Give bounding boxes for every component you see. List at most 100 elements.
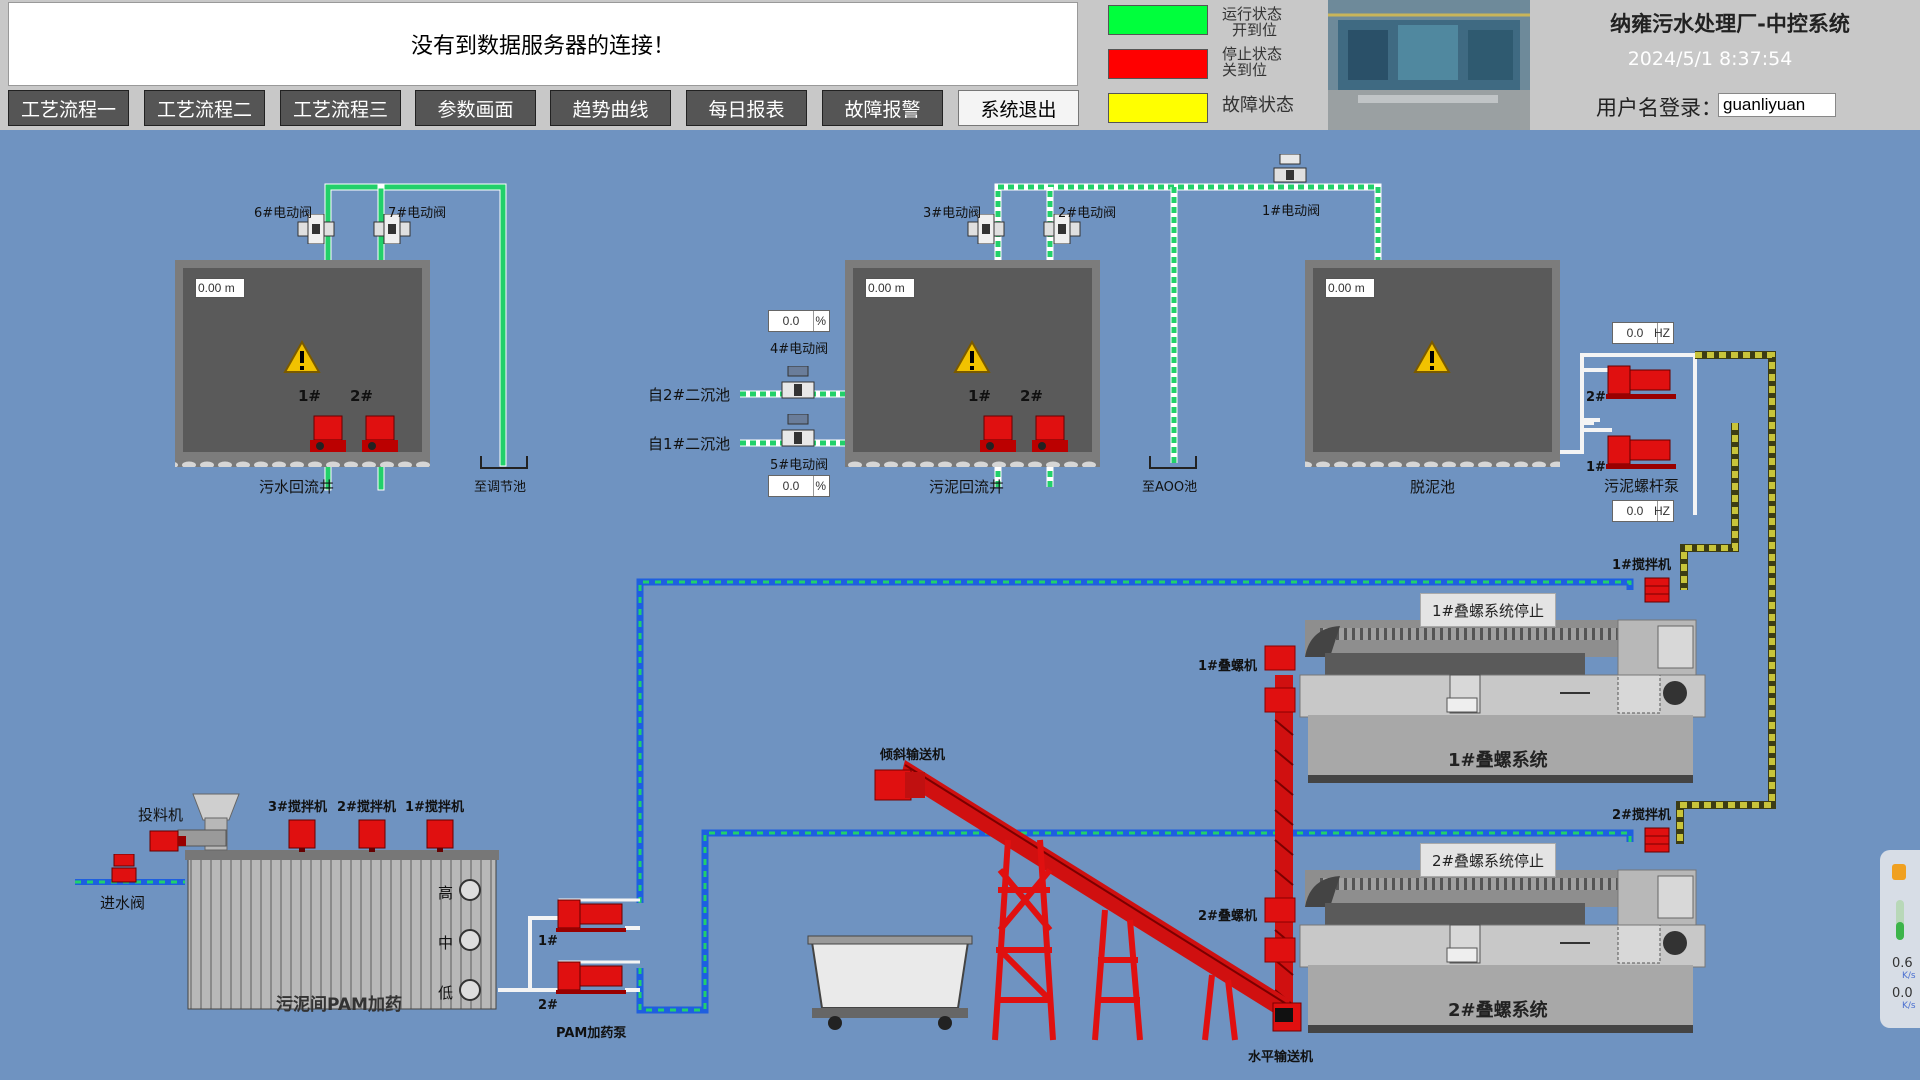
nav-parameters[interactable]: 参数画面 [415,90,536,126]
pump-icon[interactable] [1032,412,1068,454]
nav-process-3[interactable]: 工艺流程三 [280,90,401,126]
screw-pump-1-label: 1# [1586,460,1606,475]
feeder-motor-icon[interactable] [148,828,188,854]
legend-stopped-label: 停止状态关到位 [1222,45,1283,79]
tank2-pump2-label: 2# [1020,387,1044,405]
stack-1-name: 1#叠螺系统 [1448,750,1548,771]
connection-message: 没有到数据服务器的连接！ [8,2,1078,86]
mixer-icon[interactable] [356,818,388,852]
nav-process-2[interactable]: 工艺流程二 [144,90,265,126]
tank1-pump1-label: 1# [298,387,322,405]
pam-pump-icon[interactable] [556,896,628,932]
valve-4-label: 4#电动阀 [770,342,829,357]
nav-trends[interactable]: 趋势曲线 [550,90,671,126]
mixer-icon[interactable] [1642,574,1672,604]
pump-icon[interactable] [310,412,346,454]
tank2-base [845,457,1100,467]
warning-icon [1413,340,1451,373]
pam-tank-name: 污泥间PAM加药 [276,995,402,1015]
username-input[interactable] [1718,93,1836,117]
header: 没有到数据服务器的连接！ 工艺流程一 工艺流程二 工艺流程三 参数画面 趋势曲线… [0,0,1920,130]
inlet-2-label: 自2#二沉池 [648,386,731,404]
valve-icon[interactable] [296,214,336,244]
tank-sewage-return[interactable]: 0.00 m [175,260,430,460]
valve-5-label: 5#电动阀 [770,458,829,473]
tank-dewatering[interactable]: 0.00 m [1305,260,1560,460]
valve-2-label: 2#电动阀 [1058,206,1117,221]
screw-pump-icon[interactable] [1606,360,1678,400]
shield-icon [1892,864,1906,880]
mixer-icon[interactable] [286,818,318,852]
nav-process-1[interactable]: 工艺流程一 [8,90,129,126]
valve-5-opening[interactable]: 0.0% [768,475,830,497]
stack-screw-2-label: 2#叠螺机 [1198,909,1257,924]
nav-daily-report[interactable]: 每日报表 [686,90,807,126]
pam-level-low: 低 [438,984,454,1002]
pam-pump-icon[interactable] [556,958,628,994]
legend-fault-label: 故障状态 [1222,95,1294,116]
valve-icon[interactable] [966,214,1006,244]
stack-2-name: 2#叠螺系统 [1448,1000,1548,1021]
valve-6-label: 6#电动阀 [254,206,313,221]
horizontal-conveyor-label: 水平输送机 [1248,1050,1314,1065]
valve-4-opening[interactable]: 0.0% [768,310,830,332]
pam-tank [177,793,499,1010]
system-title: 纳雍污水处理厂-中控系统 [1610,12,1850,36]
network-speed-widget[interactable]: 0.6 K/s 0.0 K/s [1880,850,1920,1028]
pam-mixer-1-label: 1#搅拌机 [405,800,464,815]
valve-icon[interactable] [1272,154,1308,190]
pump-icon[interactable] [980,412,1016,454]
pam-pump-2-label: 2# [538,998,558,1013]
stack-1-status: 1#叠螺系统停止 [1420,593,1556,627]
legend-stopped-swatch [1108,49,1208,79]
inlet-valve-icon[interactable] [110,854,138,888]
download-unit: K/s [1902,1001,1916,1011]
mixer-icon[interactable] [1642,824,1672,854]
mixer-2-label: 2#搅拌机 [1612,808,1671,823]
screw-pump-2-label: 2# [1586,390,1606,405]
pam-pump-1-label: 1# [538,934,558,949]
tank2-pump1-label: 1# [968,387,992,405]
legend-running-swatch [1108,5,1208,35]
pam-level-high: 高 [438,884,454,902]
inlet-1-label: 自1#二沉池 [648,435,731,453]
mixer-icon[interactable] [424,818,456,852]
pam-level-mid: 中 [438,934,454,952]
valve-icon[interactable] [780,414,816,454]
warning-icon [283,340,321,373]
upload-speed: 0.6 [1892,956,1913,971]
nav-fault-alarm[interactable]: 故障报警 [822,90,943,126]
stack-2-status: 2#叠螺系统停止 [1420,843,1556,877]
upload-unit: K/s [1902,971,1916,981]
valve-icon[interactable] [372,214,412,244]
tank3-base [1305,457,1560,467]
tank3-name: 脱泥池 [1410,478,1456,496]
stack-system-2 [1299,869,1706,1033]
legend-running-label: 运行状态开到位 [1222,5,1283,39]
pump-icon[interactable] [362,412,398,454]
plant-photo [1328,0,1530,130]
pam-pump-name: PAM加药泵 [556,1026,627,1041]
tank1-name: 污水回流井 [259,478,335,496]
nav-exit[interactable]: 系统退出 [958,90,1079,126]
incline-conveyor-label: 倾斜输送机 [880,748,946,763]
screw-pump-name: 污泥螺杆泵 [1604,477,1680,495]
sludge-trolley [807,935,973,1030]
valve-1-label: 1#电动阀 [1262,204,1321,219]
tank2-outlet: 至AOO池 [1142,480,1198,495]
red-column [1264,645,1296,1020]
valve-icon[interactable] [780,366,816,406]
tank1-pump2-label: 2# [350,387,374,405]
warning-icon [953,340,991,373]
legend-fault-swatch [1108,93,1208,123]
valve-7-label: 7#电动阀 [388,206,447,221]
process-canvas: 0.00 m 0.00 m 0.00 m 1# 2# 1# 2# 6#电动阀 7… [0,130,1920,1080]
download-speed: 0.0 [1892,986,1913,1001]
screw-pump-icon[interactable] [1606,430,1678,470]
inclined-conveyor [874,760,1302,1041]
pam-mixer-2-label: 2#搅拌机 [337,800,396,815]
tank1-level: 0.00 m [195,278,245,298]
valve-icon[interactable] [1042,214,1082,244]
